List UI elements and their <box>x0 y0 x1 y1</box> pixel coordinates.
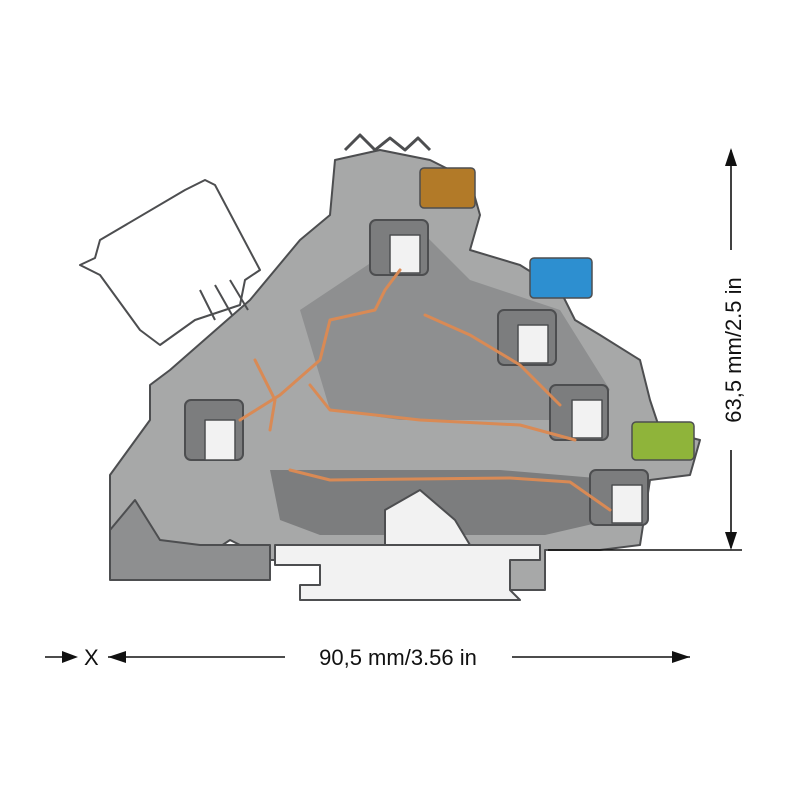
conductor-bridge <box>238 268 612 512</box>
housing-shadow-upper <box>300 230 610 420</box>
arrow-up-icon <box>725 148 737 166</box>
height-label: 63,5 mm/2.5 in <box>721 277 746 423</box>
top-hook <box>343 133 432 152</box>
arrow-left-icon <box>108 651 126 663</box>
marker-carrier <box>79 179 261 346</box>
marker-blue <box>529 257 593 299</box>
din-rail-foot <box>274 544 541 601</box>
reference-x-label: X <box>84 645 99 670</box>
arrow-down-icon <box>725 532 737 550</box>
spring-clamp-5 <box>184 399 244 461</box>
width-dimension: X 90,5 mm/3.56 in <box>45 645 690 670</box>
din-rail-foot-latch <box>384 489 471 546</box>
spring-clamp-1 <box>369 219 429 276</box>
housing-shadow-lower <box>270 470 620 535</box>
spring-clamp-4 <box>589 469 649 526</box>
height-dimension: 63,5 mm/2.5 in <box>548 148 746 551</box>
spring-clamp-2 <box>497 309 557 366</box>
arrow-right-small-icon <box>62 651 78 663</box>
marker-green-yellow <box>631 421 695 461</box>
spring-clamp-3 <box>549 384 609 441</box>
left-foot <box>109 499 271 581</box>
arrow-right-icon <box>672 651 690 663</box>
width-label: 90,5 mm/3.56 in <box>319 645 477 670</box>
marker-carrier-body <box>79 179 261 346</box>
marker-carrier-lines <box>199 279 249 321</box>
marker-brown <box>419 167 476 209</box>
terminal-block-illustration <box>79 133 701 601</box>
